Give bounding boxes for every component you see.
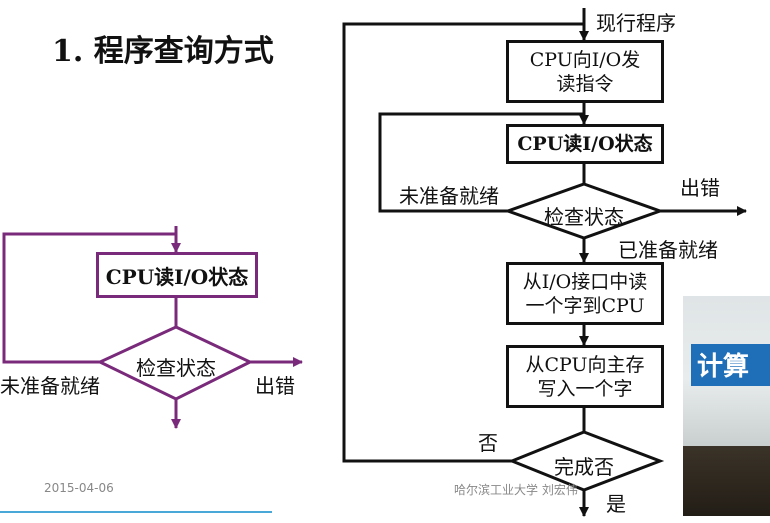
photo-sign xyxy=(691,344,770,386)
done-diamond-label: 完成否 xyxy=(554,455,614,479)
left-check-diamond-label: 检查状态 xyxy=(136,356,216,380)
photo-desk xyxy=(683,446,770,516)
left-error-label: 出错 xyxy=(255,374,295,398)
footer-institution: 哈尔滨工业大学 刘宏伟 xyxy=(454,483,578,497)
lecturer-video-overlay: 计算 xyxy=(683,296,770,516)
left-flow-lines xyxy=(2,226,303,429)
done-diamond-shape xyxy=(507,430,665,492)
send-read-command-box: CPU向I/O发 读指令 xyxy=(506,40,664,103)
send-read-command-line2: 读指令 xyxy=(556,72,614,95)
yes-label: 是 xyxy=(606,492,626,516)
left-read-status-text: CPU读I/O状态 xyxy=(105,264,249,289)
write-memory-line1: 从CPU向主存 xyxy=(525,353,645,376)
write-memory-box: 从CPU向主存 写入一个字 xyxy=(506,345,664,408)
send-read-command-line1: CPU向I/O发 xyxy=(529,48,641,71)
footer-underline xyxy=(0,511,272,513)
left-check-diamond-shape xyxy=(96,325,254,401)
right-read-status-box: CPU读I/O状态 xyxy=(506,124,664,164)
right-check-diamond-shape xyxy=(503,182,665,240)
ready-label: 已准备就绪 xyxy=(618,238,718,262)
right-error-label: 出错 xyxy=(680,176,720,200)
read-word-box: 从I/O接口中读 一个字到CPU xyxy=(506,262,664,325)
read-word-line1: 从I/O接口中读 xyxy=(522,270,648,293)
left-read-status-box: CPU读I/O状态 xyxy=(96,252,258,298)
right-check-diamond-label: 检查状态 xyxy=(544,205,624,229)
photo-sign-text: 计算 xyxy=(697,352,750,382)
no-label: 否 xyxy=(478,431,498,455)
footer-date: 2015-04-06 xyxy=(44,481,114,495)
slide-title: 1. 程序查询方式 xyxy=(52,34,274,69)
right-read-status-text: CPU读I/O状态 xyxy=(517,133,653,155)
left-not-ready-label: 未准备就绪 xyxy=(0,374,100,398)
current-program-label: 现行程序 xyxy=(596,11,676,35)
read-word-line2: 一个字到CPU xyxy=(525,294,645,317)
right-not-ready-label: 未准备就绪 xyxy=(399,184,499,208)
right-flow-lines xyxy=(342,8,747,517)
write-memory-line2: 写入一个字 xyxy=(537,377,633,400)
